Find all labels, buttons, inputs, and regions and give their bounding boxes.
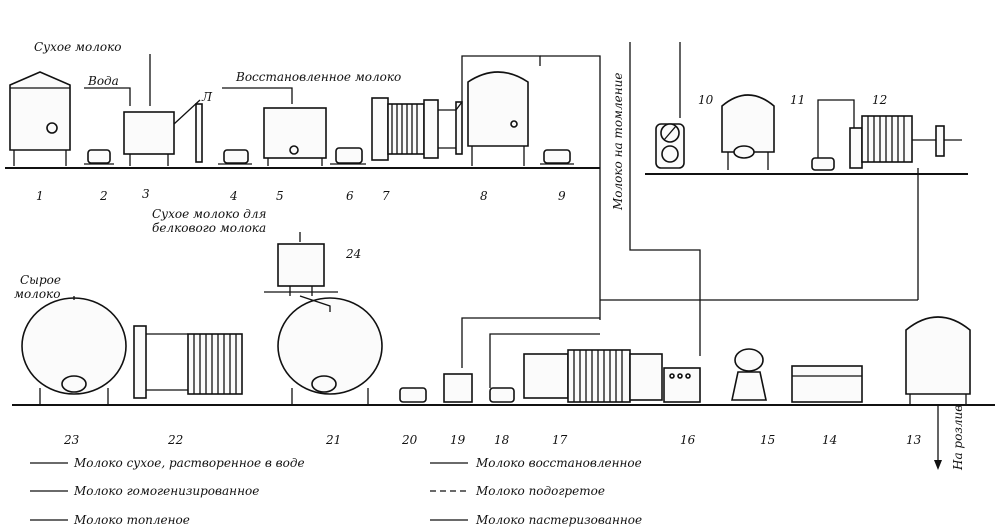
number-label: 3 [142, 187, 150, 201]
equipment-18-pump [489, 387, 515, 403]
equipment-19-balance-tank [443, 373, 473, 403]
number-label: 11 [790, 93, 805, 107]
number-label: 22 [167, 433, 183, 447]
equipment-16-control-panel [663, 367, 701, 403]
raw-milk-label-2: молоко [14, 287, 60, 301]
equipment-12-plate-heat-exchanger [849, 115, 962, 169]
raw-milk-label-1: Сырое [20, 273, 61, 287]
protein-dry-milk-label-2: белкового молока [152, 221, 266, 235]
legend-text: Молоко восстановленное [475, 456, 642, 470]
number-label: 6 [346, 189, 354, 203]
number-label: 24 [345, 247, 361, 261]
number-label: 10 [698, 93, 714, 107]
line-to-10 [629, 42, 701, 356]
equipment-13-storage-tank [905, 316, 971, 404]
bottling-arrowhead [934, 460, 942, 470]
equipment-3-mixing-tank [123, 99, 203, 166]
equipment-17-pasteurizer [523, 349, 663, 403]
number-label: 1 [36, 189, 44, 203]
number-label: 18 [494, 433, 510, 447]
water-label: Вода [87, 74, 119, 88]
equipment-11-tank [721, 94, 775, 170]
line-7-to-8 [455, 55, 541, 111]
number-label: 19 [450, 433, 466, 447]
line-24-to-21 [299, 295, 331, 312]
equipment-10-filter [655, 123, 685, 169]
equipment-7-plate-heat-exchanger [371, 97, 463, 161]
number-label: 12 [872, 93, 887, 107]
equipment-22-plate-heat-exchanger [133, 325, 243, 399]
reconstituted-feed-line [222, 87, 293, 104]
reconstituted-milk-label: Восстановленное молоко [235, 70, 401, 84]
equipment-14-homogenizer [791, 365, 863, 403]
line-17-loop [461, 317, 600, 368]
equipment-8-storage-tank [467, 71, 529, 166]
legend-text: Молоко подогретое [475, 484, 605, 498]
equipment-21-tank [277, 297, 383, 404]
equipment-5-tank [263, 107, 327, 166]
pump-top-right [811, 157, 835, 171]
protein-dry-milk-label-1: Сухое молоко для [152, 207, 267, 221]
legend-text: Молоко гомогенизированное [73, 484, 259, 498]
number-label: 4 [229, 189, 238, 203]
pipelines [73, 42, 942, 470]
number-label: 17 [552, 433, 568, 447]
equipment-15-separator [731, 348, 767, 401]
equipment-24-hopper [264, 243, 338, 296]
equipment-2-pump [84, 149, 114, 165]
number-label: 16 [680, 433, 696, 447]
legend-text: Молоко топленое [73, 513, 190, 527]
l-mark: Л [201, 90, 213, 104]
water-feed-line [84, 87, 131, 106]
to-baking-label: Молоко на томление [611, 73, 625, 211]
number-label: 23 [63, 433, 80, 447]
line-8-to-9 [540, 55, 601, 320]
equipment-6-pump [330, 147, 366, 165]
equipment-1-storage-tank [9, 71, 71, 166]
legend-text: Молоко сухое, растворенное в воде [73, 456, 305, 470]
number-label: 8 [480, 189, 488, 203]
equipment-9-pump [540, 149, 574, 165]
dry-milk-label: Сухое молоко [34, 40, 121, 54]
equipment-4-pump [218, 149, 252, 165]
line-11-12 [817, 99, 855, 158]
number-label: 14 [822, 433, 837, 447]
number-label: 5 [276, 189, 284, 203]
equipment-20-pump [399, 387, 427, 403]
number-label: 20 [401, 433, 418, 447]
number-label: 9 [558, 189, 566, 203]
number-label: 13 [906, 433, 922, 447]
to-bottling-label: На розлив [951, 405, 965, 471]
equipment-23-raw-milk-tank [21, 297, 127, 404]
number-label: 7 [382, 189, 390, 203]
number-label: 21 [325, 433, 341, 447]
legend-text: Молоко пастеризованное [475, 513, 642, 527]
number-label: 15 [760, 433, 775, 447]
line-17-loop-2 [489, 333, 600, 388]
number-label: 2 [99, 189, 108, 203]
legend: Молоко сухое, растворенное в воде Молоко… [30, 456, 642, 527]
